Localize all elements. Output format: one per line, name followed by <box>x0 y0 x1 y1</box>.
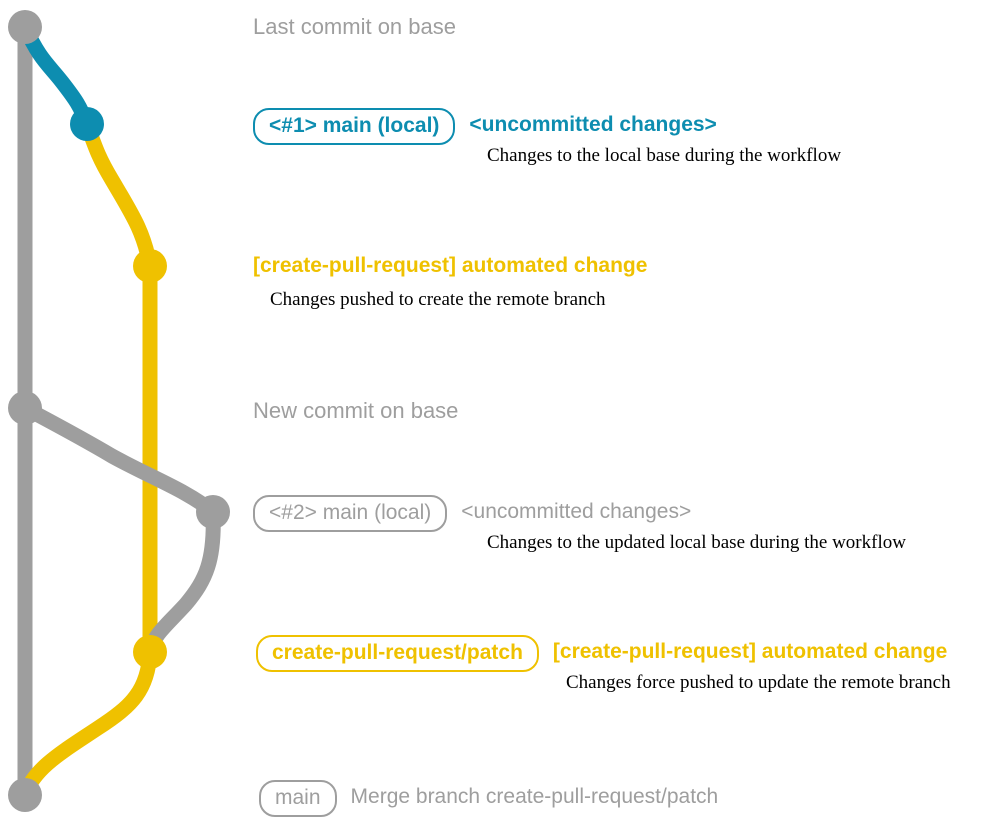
commit-node-local-2 <box>196 495 230 529</box>
commit-node-local-1 <box>70 107 104 141</box>
commit-description-local-1: Changes to the local base during the wor… <box>487 145 842 166</box>
commit-node-base-new <box>8 391 42 425</box>
commit-node-patch-2 <box>133 635 167 669</box>
commit-row-local-2: <#2> main (local) <uncommitted changes> <box>253 495 692 533</box>
branch-badge-main-local-2[interactable]: <#2> main (local) <box>253 495 448 533</box>
commit-node-base-merge <box>8 778 42 812</box>
commit-description-automated-change-2: Changes force pushed to update the remot… <box>566 672 951 693</box>
branch-badge-main[interactable]: main <box>259 780 337 818</box>
edge-base-to-local1 <box>17 19 95 132</box>
commit-subject-merge: Merge branch create-pull-request/patch <box>350 785 719 808</box>
commit-headline-new-commit-on-base: New commit on base <box>253 398 459 423</box>
edge-base-to-local2 <box>17 400 221 520</box>
commit-row-local-1: <#1> main (local) <uncommitted changes> <box>253 108 717 146</box>
commit-node-base-last <box>8 10 42 44</box>
commit-node-patch-1 <box>133 249 167 283</box>
edge-patch2-to-merge <box>17 644 158 803</box>
commit-subject-local-2: <uncommitted changes> <box>461 500 692 523</box>
commit-description-local-2: Changes to the updated local base during… <box>487 532 906 553</box>
commit-row-merge: main Merge branch create-pull-request/pa… <box>259 780 719 818</box>
commit-subject-local-1: <uncommitted changes> <box>469 113 717 136</box>
commit-row-patch-2: create-pull-request/patch [create-pull-r… <box>256 635 948 673</box>
commit-subject-automated-change-2: [create-pull-request] automated change <box>552 640 948 663</box>
branch-badge-main-local-1[interactable]: <#1> main (local) <box>253 108 456 146</box>
edge-local2-to-patch2 <box>142 504 221 660</box>
commit-graph <box>8 10 230 812</box>
commit-headline-last-commit-on-base: Last commit on base <box>253 14 456 39</box>
commit-subject-automated-change-1: [create-pull-request] automated change <box>253 254 648 277</box>
commit-description-automated-change-1: Changes pushed to create the remote bran… <box>270 289 606 310</box>
branch-badge-create-pull-request-patch[interactable]: create-pull-request/patch <box>256 635 539 673</box>
edge-local1-to-patch1 <box>79 116 158 274</box>
